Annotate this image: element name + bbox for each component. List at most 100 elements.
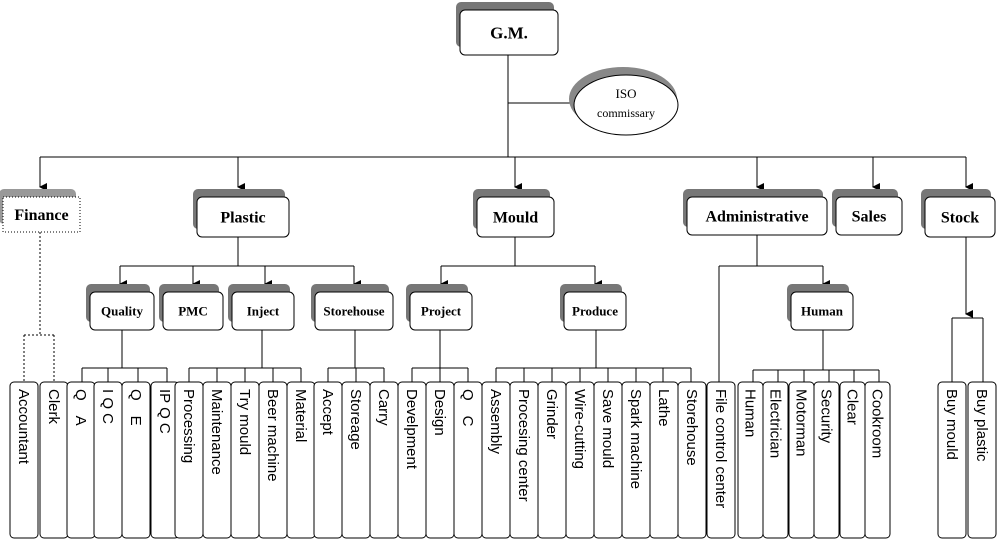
inject-node-label: Inject: [247, 304, 280, 319]
leaf-label: Beer machine: [264, 389, 281, 482]
quality-node-label: Quality: [101, 304, 143, 319]
leaf-project-1: Design: [425, 381, 455, 539]
gm-node-label: G.M.: [490, 23, 528, 42]
leaf-human-4: Clear: [839, 381, 866, 539]
leaf-box: [677, 381, 707, 539]
gm-node: G.M.: [459, 9, 559, 56]
leaf-label: Grinder: [543, 389, 560, 439]
leaf-inject-3: Beer machine: [258, 381, 288, 539]
leaf-produce-1: Procesing center: [509, 381, 539, 539]
sales-node: Sales: [835, 196, 903, 236]
quality-node: Quality: [89, 291, 155, 331]
leaf-quality-1: I Q C: [93, 381, 123, 539]
connector-lines: [39, 55, 984, 382]
leaf-label: Clerk: [45, 389, 62, 425]
plastic-node: Plastic: [196, 196, 290, 238]
finance-node: Finance: [2, 196, 81, 233]
leaf-label: Design: [431, 389, 448, 436]
leaf-label: Processing: [180, 389, 197, 463]
leaf-label: Assembly: [487, 389, 504, 455]
leaf-label: Accountant: [15, 389, 32, 465]
leaf-label: Cookroom: [869, 389, 886, 458]
leaf-label: I Q C: [99, 389, 116, 424]
mould-node: Mould: [476, 196, 555, 238]
iso-ellipse: [573, 74, 679, 136]
plastic-node-box: [196, 196, 290, 238]
leaf-label: Clear: [844, 389, 861, 425]
leaf-label: Storeage: [347, 389, 364, 450]
leaf-produce-7: Storehouse: [677, 381, 707, 539]
leaf-label: Human: [742, 389, 759, 437]
administrative-node-box: [686, 196, 828, 236]
storehouse-node-label: Storehouse: [323, 304, 384, 319]
leaf-quality-2: Q E: [121, 381, 151, 539]
human-node: Human: [790, 291, 854, 331]
leaf-box: [813, 381, 840, 539]
leaf-label: Save mould: [599, 389, 616, 468]
administrative-node: Administrative: [686, 196, 828, 236]
leaf-box: [121, 381, 151, 539]
leaf-label: IP Q C: [156, 389, 173, 434]
leaf-administrative-0: File control center: [706, 381, 736, 539]
project-node: Project: [409, 291, 473, 331]
iso-commissary-node: ISO commissary: [569, 67, 679, 136]
leaf-label: File control center: [712, 389, 729, 508]
leaf-label: Lathe: [655, 389, 672, 427]
leaf-finance-1: Clerk: [39, 381, 69, 539]
nodes: G.M. Finance Plastic Mould Administrative Sal…: [2, 9, 996, 331]
project-node-label: Project: [421, 304, 462, 319]
leaf-inject-2: Try mould: [230, 381, 260, 539]
leaf-produce-6: Lathe: [649, 381, 679, 539]
leaf-label: Carry: [375, 389, 392, 426]
pmc-node-label: PMC: [178, 304, 208, 319]
project-node-box: [409, 291, 473, 331]
leaf-storehouse-1: Storeage: [341, 381, 371, 539]
administrative-node-label: Administrative: [705, 209, 808, 226]
produce-node-box: [563, 291, 627, 331]
leaf-label: Security: [818, 389, 835, 444]
finance-node-label: Finance: [14, 207, 68, 224]
leaf-box: [937, 381, 967, 539]
leaf-inject-1: Maintenance: [202, 381, 232, 539]
leaf-box: [967, 381, 997, 539]
leaf-stock-0: Buy mould: [937, 381, 967, 539]
iso-line2: commissary: [597, 106, 655, 120]
leaf-inject-0: Processing: [174, 381, 204, 539]
storehouse-node: Storehouse: [314, 291, 394, 331]
leaf-label: Material: [292, 389, 309, 442]
human-node-box: [790, 291, 854, 331]
leaf-label: Storehouse: [683, 389, 700, 466]
leaf-label: Q C: [459, 389, 476, 427]
leaf-label: Motorman: [793, 389, 810, 457]
leaf-box: [762, 381, 789, 539]
leaf-label: Q A: [72, 389, 89, 426]
quality-node-box: [89, 291, 155, 331]
leaf-label: Electrician: [767, 389, 784, 458]
leaf-storehouse-0: Accept: [313, 381, 343, 539]
leaf-label: Try mould: [236, 389, 253, 455]
finance-node-box: [2, 196, 81, 233]
leaf-box: [864, 381, 891, 539]
leaf-human-5: Cookroom: [864, 381, 891, 539]
plastic-node-label: Plastic: [220, 210, 265, 227]
gm-node-box: [459, 9, 559, 56]
stock-node: Stock: [924, 196, 996, 238]
leaf-inject-4: Material: [286, 381, 316, 539]
sales-node-box: [835, 196, 903, 236]
leaf-box: [706, 381, 736, 539]
leaf-stock-1: Buy plastic: [967, 381, 997, 539]
leaf-human-0: Human: [737, 381, 764, 539]
leaf-human-2: Motorman: [788, 381, 815, 539]
leaf-human-3: Security: [813, 381, 840, 539]
leaf-produce-3: Wire-cutting: [565, 381, 595, 539]
inject-node: Inject: [231, 291, 295, 331]
leaf-label: Q E: [127, 389, 144, 426]
human-node-label: Human: [801, 304, 844, 319]
leaf-label: Buy mould: [943, 389, 960, 460]
leaf-project-2: Q C: [453, 381, 483, 539]
storehouse-node-box: [314, 291, 394, 331]
leaf-produce-5: Spark machine: [621, 381, 651, 539]
leaf-label: Buy plastic: [973, 389, 990, 462]
leaf-label: Develpment: [403, 389, 420, 470]
